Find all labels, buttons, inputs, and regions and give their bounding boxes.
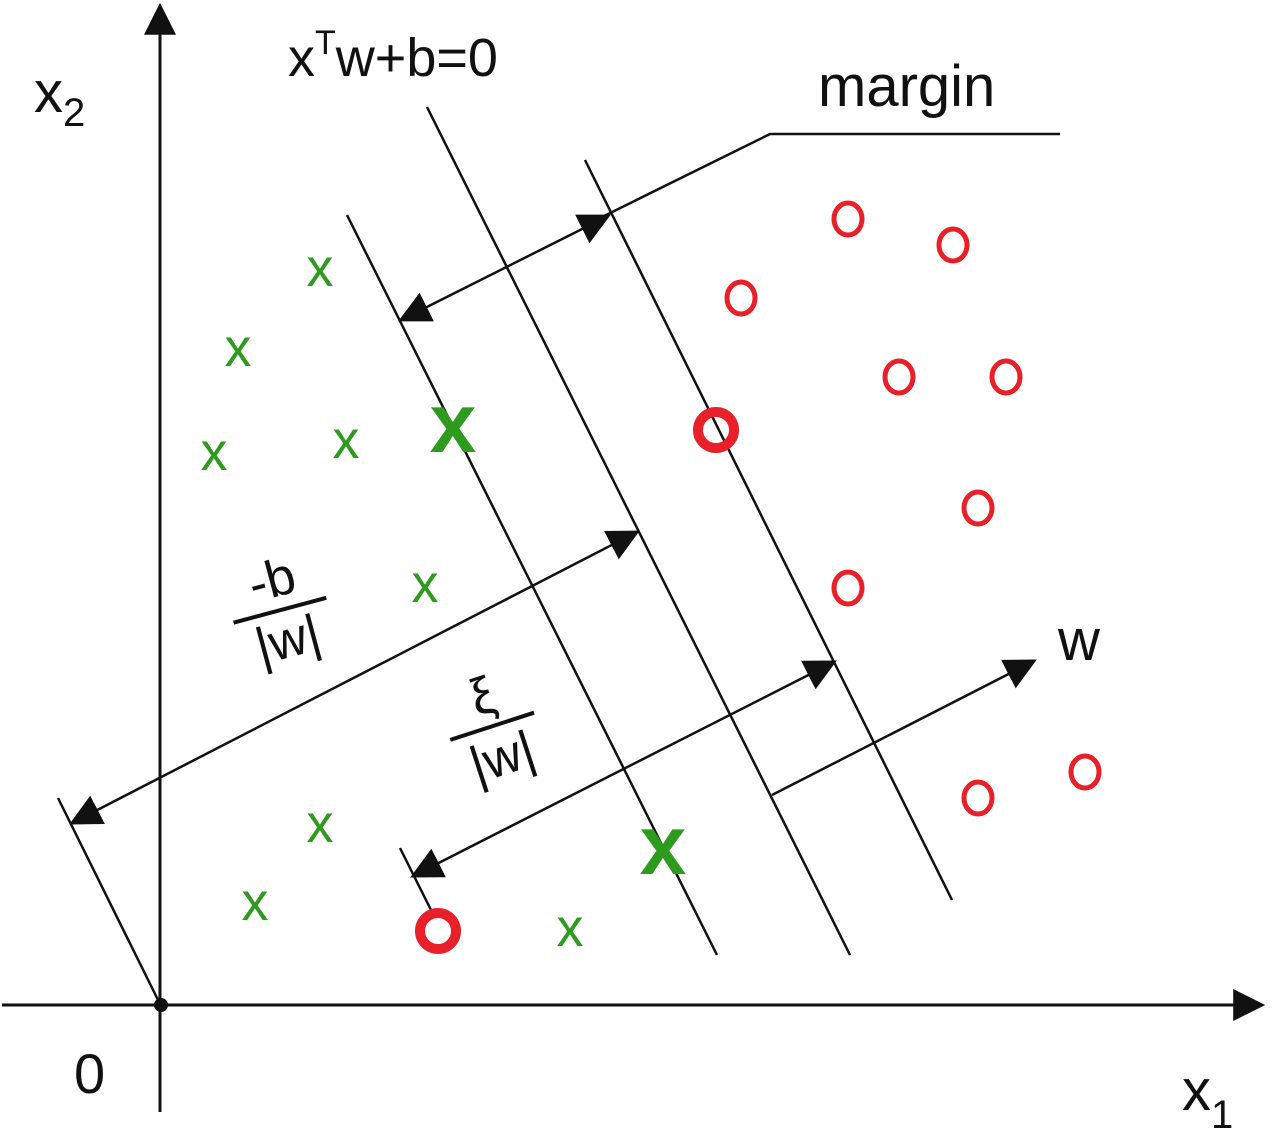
origin-perpendicular-tick — [56, 797, 162, 1005]
upper-margin-line — [583, 159, 954, 901]
class-o-point — [831, 200, 865, 238]
margin-label: margin — [818, 54, 995, 119]
class-x-point: x — [412, 554, 439, 614]
class-o-point — [936, 226, 970, 264]
class-o-point — [724, 279, 758, 317]
class-x-point: x — [225, 318, 252, 378]
offset-arrow — [69, 530, 640, 825]
class-o-point — [961, 489, 995, 527]
class-o-support-vector — [693, 407, 739, 453]
margin-leader-line — [599, 132, 1060, 220]
decision-hyperplane — [425, 106, 852, 956]
class-o-point — [1068, 753, 1102, 791]
x-axis-label: x1 — [1182, 1058, 1233, 1135]
class-x-point: x — [557, 898, 584, 958]
class-o-point — [831, 569, 865, 607]
class-x-point: x — [307, 238, 334, 298]
w-vector-arrow — [771, 659, 1037, 797]
w-vector-label: w — [1057, 608, 1101, 673]
svg-text:ξ: ξ — [463, 666, 503, 728]
class-o-points — [415, 200, 1102, 954]
class-x-points: x x x x x x x x x x — [201, 238, 687, 958]
origin-dot — [154, 998, 168, 1012]
class-x-point: x — [333, 410, 360, 470]
slack-tick — [398, 847, 434, 913]
origin-label: 0 — [74, 1042, 105, 1105]
class-x-support-vector: x — [640, 798, 687, 892]
class-o-point — [882, 358, 916, 396]
class-x-point: x — [242, 872, 269, 932]
slack-fraction-label: ξ |w| — [449, 666, 542, 795]
margin-width-arrow — [398, 214, 611, 322]
offset-fraction-label: -b |w| — [233, 546, 327, 677]
y-axis-label: x2 — [34, 60, 85, 135]
class-x-support-vector: x — [430, 376, 477, 470]
class-o-misclassified — [415, 908, 461, 954]
class-o-point — [989, 358, 1023, 396]
class-o-point — [961, 779, 995, 817]
class-x-point: x — [201, 422, 228, 482]
class-x-point: x — [307, 794, 334, 854]
svg-text:-b: -b — [242, 546, 302, 614]
hyperplane-equation: xTw+b=0 — [288, 24, 498, 88]
slack-arrow — [410, 660, 837, 878]
